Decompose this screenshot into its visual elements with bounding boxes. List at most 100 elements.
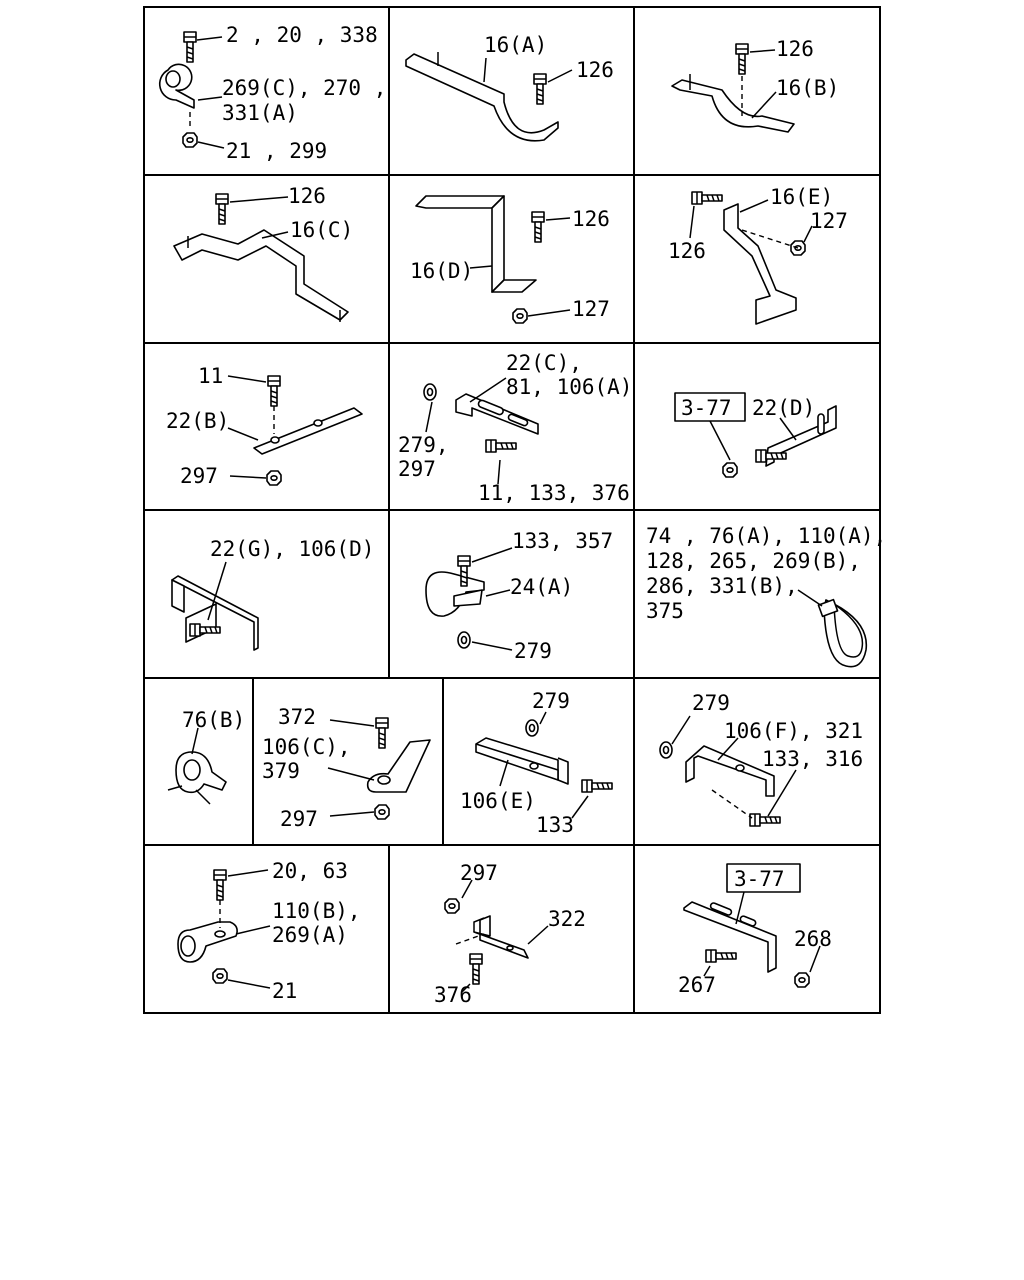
callout-label: 267 xyxy=(678,973,716,997)
callout-label: 279 xyxy=(514,639,552,663)
callout-label: 16(D) xyxy=(410,259,473,283)
callout-label: 297 xyxy=(180,464,218,488)
bracket-icon xyxy=(683,901,777,973)
washer-icon xyxy=(457,631,471,649)
callout-label: 20, 63 xyxy=(272,859,348,883)
nut-icon xyxy=(182,132,198,148)
callout-label: 133, 316 xyxy=(762,747,863,771)
bolt-icon xyxy=(469,953,483,985)
callout-label: 74 , 76(A), 110(A), xyxy=(646,524,886,548)
callout-label: 379 xyxy=(262,759,300,783)
bracket-icon xyxy=(473,915,529,959)
nut-icon xyxy=(374,804,390,820)
cell-4: 126 16(C) xyxy=(173,184,353,322)
bracket-icon xyxy=(366,739,431,793)
bolt-icon xyxy=(735,43,749,75)
callout-label: 126 xyxy=(572,207,610,231)
bolt-icon xyxy=(215,193,229,225)
cell-12: 74 , 76(A), 110(A), 128, 265, 269(B), 28… xyxy=(646,524,886,668)
bolt-icon xyxy=(531,211,545,243)
washer-icon xyxy=(659,741,673,759)
callout-label: 126 xyxy=(576,58,614,82)
cell-6: 16(E) 127 126 xyxy=(668,185,848,325)
callout-label: 16(B) xyxy=(776,76,839,100)
cell-19: 3-77 268 267 xyxy=(678,863,832,997)
callout-label: 269(C), 270 , xyxy=(222,76,386,100)
bolt-icon xyxy=(705,949,737,963)
callout-label: 11 xyxy=(198,364,223,388)
ref-label: 3-77 xyxy=(734,867,785,891)
callout-label: 11, 133, 376 xyxy=(478,481,630,505)
nut-icon xyxy=(212,968,228,984)
callout-label: 331(A) xyxy=(222,101,298,125)
cell-7: 11 22(B) 297 xyxy=(166,364,363,488)
cell-11: 133, 357 24(A) 279 xyxy=(425,529,613,663)
cell-2: 16(A) 126 xyxy=(405,33,614,142)
callout-label: 376 xyxy=(434,983,472,1007)
bracket-icon xyxy=(415,195,505,209)
cell-16: 279 106(F), 321 133, 316 xyxy=(659,691,863,827)
callout-label: 128, 265, 269(B), xyxy=(646,549,861,573)
cell-3: 126 16(B) xyxy=(671,37,839,133)
callout-label: 81, 106(A) xyxy=(506,375,632,399)
callout-label: 126 xyxy=(776,37,814,61)
plate-icon xyxy=(253,407,363,455)
cell-14: 372 106(C), 379 297 xyxy=(262,705,431,831)
ref-box xyxy=(726,863,801,893)
cell-10: 22(G), 106(D) xyxy=(171,537,374,651)
callout-label: 133, 357 xyxy=(512,529,613,553)
callout-label: 279 xyxy=(692,691,730,715)
callout-label: 269(A) xyxy=(272,923,348,947)
cell-15: 279 106(E) 133 xyxy=(460,689,613,837)
bolt-icon xyxy=(691,191,723,205)
callout-label: 2 , 20 , 338 xyxy=(226,23,378,47)
callout-label: 22(C), xyxy=(506,351,582,375)
bolt-icon xyxy=(213,869,227,901)
callout-label: 322 xyxy=(548,907,586,931)
nut-icon xyxy=(444,898,460,914)
callout-label: 16(C) xyxy=(290,218,353,242)
callout-label: 16(E) xyxy=(770,185,833,209)
callout-label: 279, xyxy=(398,433,449,457)
callout-label: 16(A) xyxy=(484,33,547,57)
callout-label: 126 xyxy=(668,239,706,263)
bracket-icon xyxy=(405,53,559,142)
cell-13: 76(B) xyxy=(167,708,245,805)
callout-label: 126 xyxy=(288,184,326,208)
bolt-icon xyxy=(581,779,613,793)
bracket-icon xyxy=(723,203,797,325)
callout-label: 297 xyxy=(460,861,498,885)
bracket-icon xyxy=(671,79,795,133)
callout-label: 24(A) xyxy=(510,575,573,599)
callout-label: 372 xyxy=(278,705,316,729)
bolt-icon xyxy=(533,73,547,105)
callout-label: 127 xyxy=(810,209,848,233)
callout-label: 106(E) xyxy=(460,789,536,813)
callout-label: 106(F), 321 xyxy=(724,719,863,743)
callout-label: 21 xyxy=(272,979,297,1003)
callout-label: 106(C), xyxy=(262,735,351,759)
cell-18: 297 322 376 xyxy=(434,861,586,1007)
bracket-icon xyxy=(765,405,837,467)
callout-label: 22(G), 106(D) xyxy=(210,537,374,561)
cell-1: 2 , 20 , 338 269(C), 270 , 331(A) 21 , 2… xyxy=(158,23,386,163)
bolt-icon xyxy=(485,439,517,453)
bracket-icon xyxy=(173,229,349,321)
callout-label: 133 xyxy=(536,813,574,837)
bolt-icon xyxy=(183,31,197,63)
nut-icon xyxy=(722,462,738,478)
cell-9: 3-77 22(D) xyxy=(674,392,837,478)
callout-label: 127 xyxy=(572,297,610,321)
callout-label: 268 xyxy=(794,927,832,951)
cell-17: 20, 63 110(B), 269(A) 21 xyxy=(177,859,361,1003)
bolt-icon xyxy=(375,717,389,749)
bracket-icon xyxy=(685,745,775,797)
callout-label: 22(D) xyxy=(752,396,815,420)
nut-icon xyxy=(266,470,282,486)
callout-label: 286, 331(B), xyxy=(646,574,798,598)
bracket-icon xyxy=(171,575,259,651)
callout-label: 375 xyxy=(646,599,684,623)
ref-label: 3-77 xyxy=(681,396,732,420)
bolt-icon xyxy=(267,375,281,407)
